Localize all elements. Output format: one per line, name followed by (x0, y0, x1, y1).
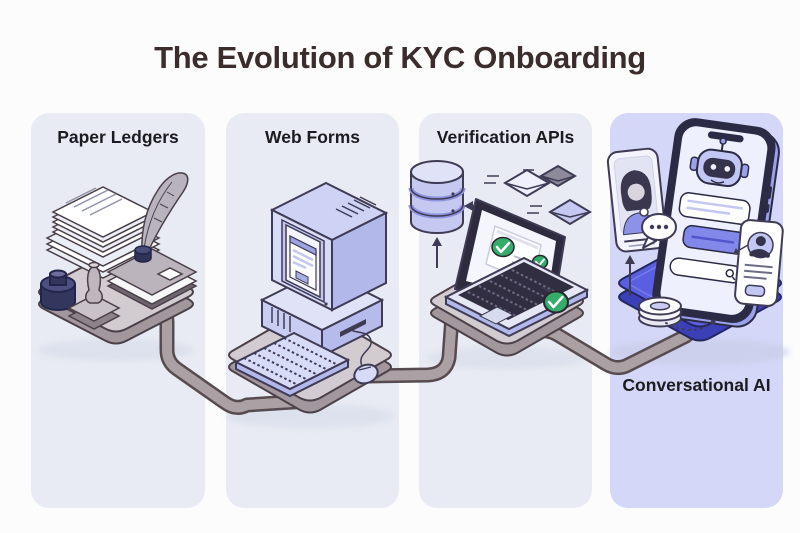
page-title: The Evolution of KYC Onboarding (154, 40, 646, 75)
panel-paper-ledgers: Paper Ledgers (31, 113, 205, 508)
road-connector (132, 289, 694, 415)
stage-label: Verification APIs (436, 127, 575, 147)
stage-label: Web Forms (265, 127, 360, 147)
panel-conversational-ai: Conversational AI (610, 113, 783, 508)
stage-label: Conversational AI (622, 375, 771, 395)
panel-verification-apis: Verification APIs (419, 113, 592, 508)
stage-label: Paper Ledgers (57, 127, 179, 147)
panel-web-forms: Web Forms (226, 113, 399, 508)
